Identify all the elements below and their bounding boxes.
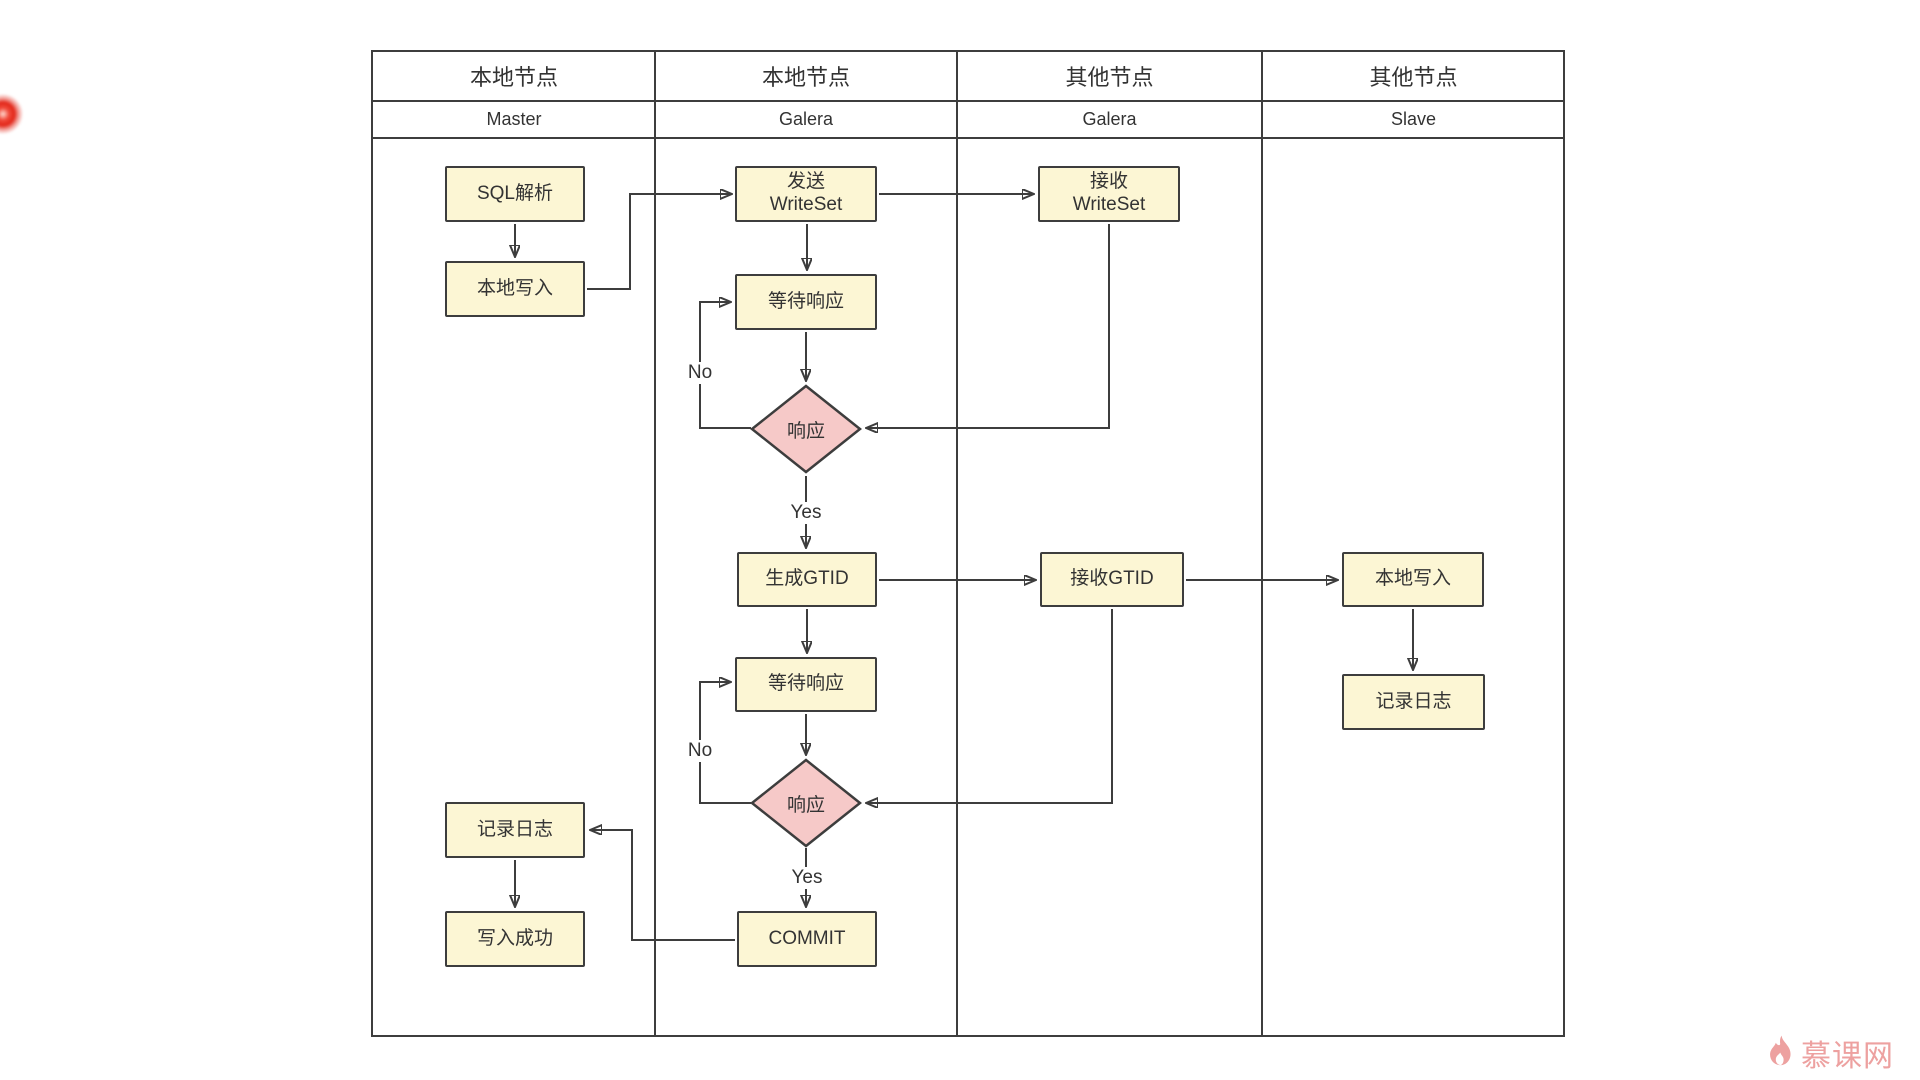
node-gen-gtid: 生成GTID: [737, 552, 877, 607]
header-divider: [373, 100, 1563, 102]
watermark-brand-text: 慕课网: [1801, 1040, 1894, 1073]
node-log-slave: 记录日志: [1342, 674, 1485, 730]
swimlane-table-border: [371, 50, 1565, 1037]
edge-label-no-1: No: [684, 362, 716, 384]
node-wait-response-1: 等待响应: [735, 274, 877, 330]
node-write-success: 写入成功: [445, 911, 585, 967]
lane-subtitle-galera-2: Galera: [1082, 109, 1137, 129]
lane-divider: [654, 52, 656, 1035]
edge-label-yes-1: Yes: [787, 502, 825, 524]
node-local-write-slave: 本地写入: [1342, 552, 1484, 607]
lane-subtitle-galera-1: Galera: [778, 109, 834, 129]
lane-divider: [956, 52, 958, 1035]
flame-icon: [1770, 1035, 1791, 1066]
decision-response-1: 响应: [750, 384, 862, 474]
node-recv-gtid: 接收GTID: [1040, 552, 1184, 607]
node-recv-writeset: 接收 WriteSet: [1038, 166, 1180, 222]
lane-subtitle-master: Master: [486, 109, 542, 129]
lane-divider: [1261, 52, 1263, 1035]
edge-localwrite-to-sendwriteset: [587, 194, 732, 290]
edge-label-no-2: No: [684, 740, 716, 762]
node-sql-parse: SQL解析: [445, 166, 585, 222]
decision-response-1-label: 响应: [786, 420, 825, 442]
lane-title-local-master: 本地节点: [469, 65, 558, 90]
decision-response-2-label: 响应: [786, 794, 825, 816]
lane-title-other-slave: 其他节点: [1369, 65, 1458, 90]
edge-recvwriteset-to-response1: [866, 224, 1110, 428]
node-local-write-master: 本地写入: [445, 261, 585, 317]
diamond-shape: [750, 758, 862, 848]
lane-title-other-galera: 其他节点: [1065, 65, 1154, 90]
lane-title-local-galera: 本地节点: [761, 65, 850, 90]
watermark: 慕课网: [1768, 1031, 1894, 1075]
edge-commit-to-logmaster: [590, 830, 735, 941]
diamond-shape: [750, 384, 862, 474]
edge-recvgtid-to-response2: [866, 609, 1113, 803]
lane-subtitle-slave: Slave: [1390, 109, 1437, 129]
header-divider: [373, 137, 1563, 139]
node-send-writeset: 发送 WriteSet: [735, 166, 877, 222]
node-commit: COMMIT: [737, 911, 877, 967]
node-log-master: 记录日志: [445, 802, 585, 858]
recording-dot-icon: [0, 94, 23, 134]
node-wait-response-2: 等待响应: [735, 657, 877, 712]
decision-response-2: 响应: [750, 758, 862, 848]
edge-label-yes-2: Yes: [788, 867, 826, 889]
